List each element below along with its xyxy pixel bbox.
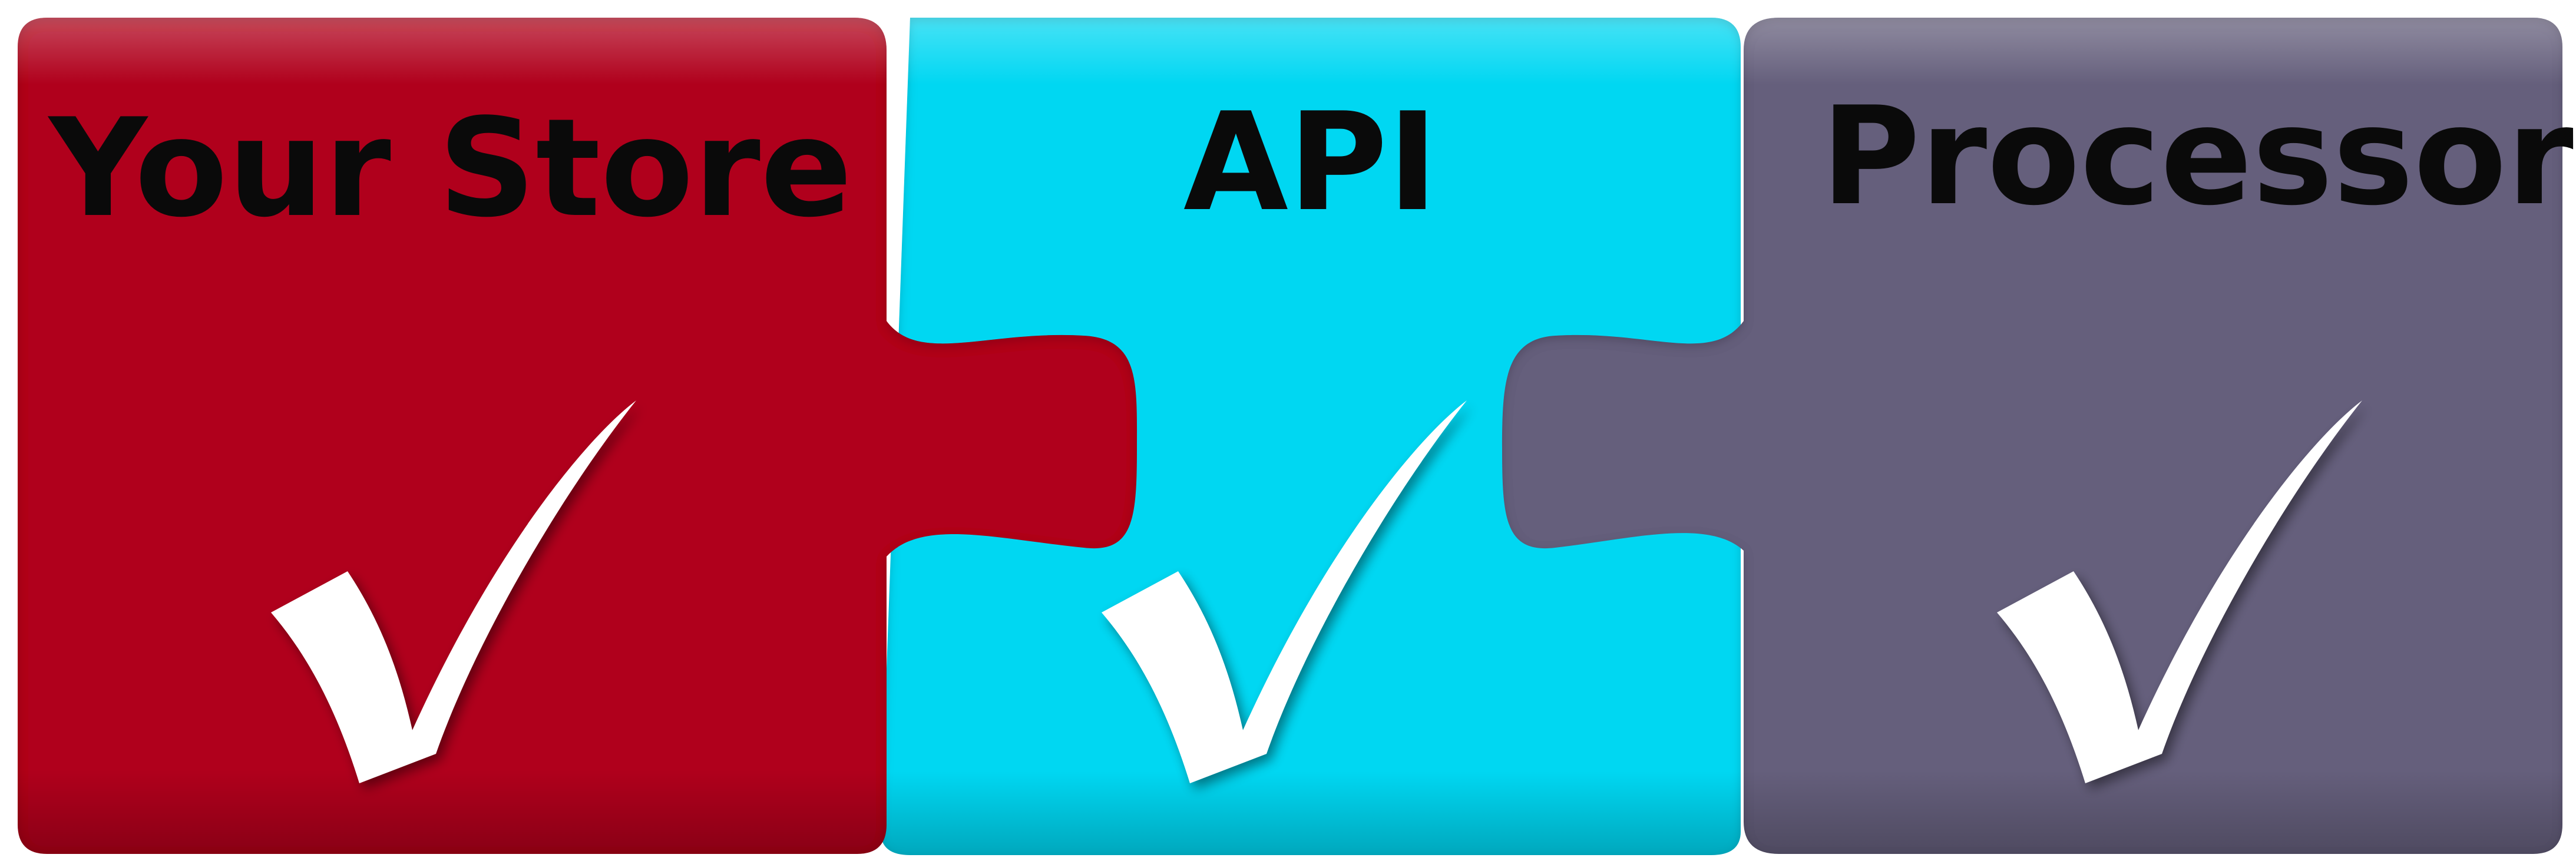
check-icon xyxy=(271,400,636,783)
check-icon xyxy=(1997,400,2362,783)
check-icon xyxy=(1102,400,1467,783)
api-label: API xyxy=(1183,84,1438,241)
processor-piece-gloss xyxy=(1502,18,2562,854)
your-store-label: Your Store xyxy=(47,90,852,247)
processor-label: Processor xyxy=(1821,78,2574,236)
api-piece-gloss xyxy=(881,18,1741,855)
piece-api xyxy=(881,18,1741,855)
piece-processor xyxy=(1502,18,2562,854)
